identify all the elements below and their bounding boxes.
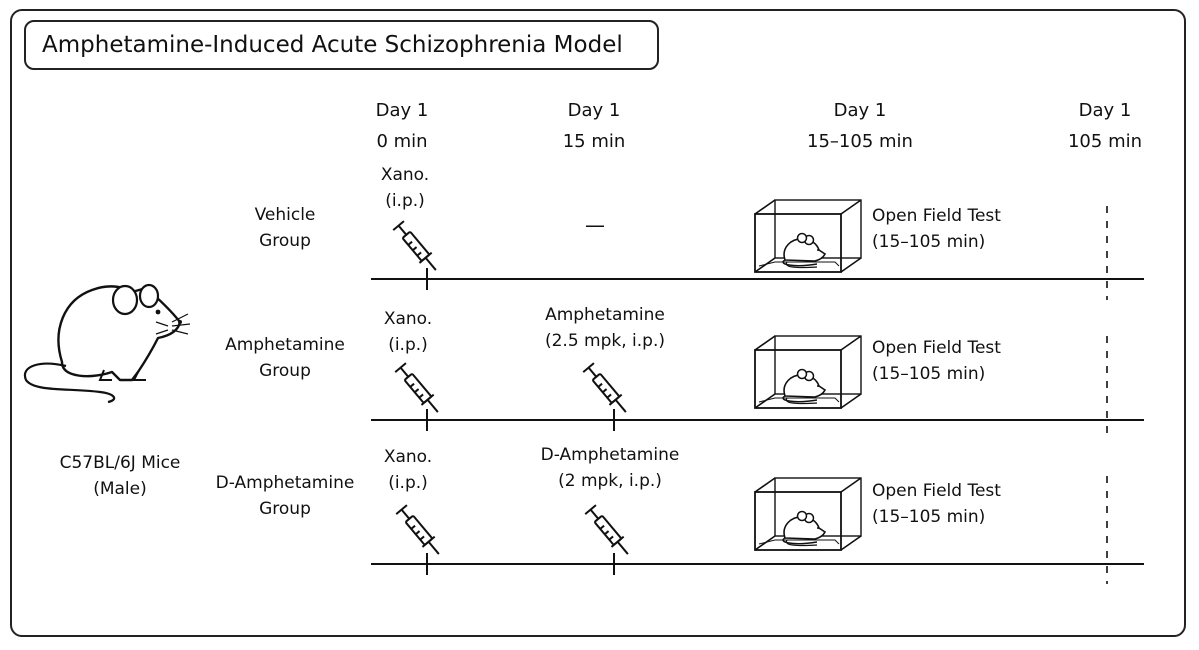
timepoint-header-0: Day 1 0 min: [357, 95, 447, 157]
group-name-line1: Amphetamine: [225, 335, 345, 355]
group-name-line1: Vehicle: [254, 205, 316, 225]
treatment-line2: (2.5 mpk, i.p.): [544, 331, 666, 351]
timepoint-day: Day 1: [375, 100, 429, 121]
timepoint-time: 0 min: [376, 131, 428, 152]
test-label-amphetamine: Open Field Test (15–105 min): [872, 335, 1022, 387]
syringe-icon: [394, 503, 446, 561]
timepoint-day: Day 1: [567, 100, 621, 121]
timepoint-day: Day 1: [1078, 100, 1132, 121]
open-field-box-icon: [755, 336, 861, 408]
timepoint-header-3: Day 1 105 min: [1060, 95, 1150, 157]
treatment-line2: (i.p.): [385, 191, 425, 211]
group-label-d-amphetamine: D-Amphetamine Group: [210, 470, 360, 522]
treatment-t15-d-amphetamine: D-Amphetamine (2 mpk, i.p.): [530, 442, 690, 494]
test-label-d-amphetamine: Open Field Test (15–105 min): [872, 478, 1022, 530]
timeline-d-amphetamine: [371, 553, 1144, 575]
timepoint-time: 15 min: [562, 131, 626, 152]
diagram-frame: [10, 9, 1186, 637]
treatment-t0-vehicle: Xano. (i.p.): [365, 162, 445, 214]
test-line2: (15–105 min): [872, 364, 986, 384]
treatment-line2: (i.p.): [388, 473, 428, 493]
test-line2: (15–105 min): [872, 507, 986, 527]
mouse-icon: [23, 283, 191, 404]
test-line1: Open Field Test: [872, 481, 1001, 501]
group-name-line2: Group: [259, 231, 311, 251]
group-name-line2: Group: [259, 361, 311, 381]
treatment-t0-d-amphetamine: Xano. (i.p.): [368, 444, 448, 496]
timeline-amphetamine: [371, 409, 1144, 431]
timepoint-time: 15–105 min: [807, 131, 913, 152]
treatment-line1: Xano.: [383, 309, 433, 329]
group-name-line2: Group: [259, 499, 311, 519]
treatment-line1: Xano.: [380, 165, 430, 185]
group-label-amphetamine: Amphetamine Group: [215, 332, 355, 384]
test-line2: (15–105 min): [872, 232, 986, 252]
treatment-t0-amphetamine: Xano. (i.p.): [368, 306, 448, 358]
diagram-title: Amphetamine-Induced Acute Schizophrenia …: [24, 20, 659, 70]
test-line1: Open Field Test: [872, 206, 1001, 226]
syringe-icon: [393, 361, 445, 419]
treatment-t15-vehicle: —: [555, 212, 635, 238]
timepoint-header-2: Day 1 15–105 min: [795, 95, 925, 157]
treatment-line1: Xano.: [383, 447, 433, 467]
subject-line1: C57BL/6J Mice: [59, 453, 181, 473]
timepoint-day: Day 1: [833, 100, 887, 121]
treatment-line1: Amphetamine: [545, 305, 665, 325]
open-field-box-icon: [755, 200, 861, 272]
test-label-vehicle: Open Field Test (15–105 min): [872, 203, 1022, 255]
test-line1: Open Field Test: [872, 338, 1001, 358]
syringe-icon: [391, 219, 443, 277]
treatment-line1: —: [585, 213, 605, 237]
group-label-vehicle: Vehicle Group: [215, 202, 355, 254]
group-name-line1: D-Amphetamine: [215, 473, 355, 493]
treatment-line2: (2 mpk, i.p.): [558, 471, 662, 491]
syringe-icon: [581, 361, 633, 419]
open-field-box-icon: [755, 478, 861, 550]
subject-line2: (Male): [93, 479, 147, 499]
treatment-line1: D-Amphetamine: [540, 445, 680, 465]
diagram-title-text: Amphetamine-Induced Acute Schizophrenia …: [42, 32, 623, 58]
subject-label: C57BL/6J Mice (Male): [40, 450, 200, 502]
treatment-t15-amphetamine: Amphetamine (2.5 mpk, i.p.): [530, 302, 680, 354]
timepoint-time: 105 min: [1067, 131, 1143, 152]
treatment-line2: (i.p.): [388, 335, 428, 355]
syringe-icon: [583, 503, 635, 561]
timepoint-header-1: Day 1 15 min: [549, 95, 639, 157]
timeline-vehicle: [371, 268, 1144, 290]
